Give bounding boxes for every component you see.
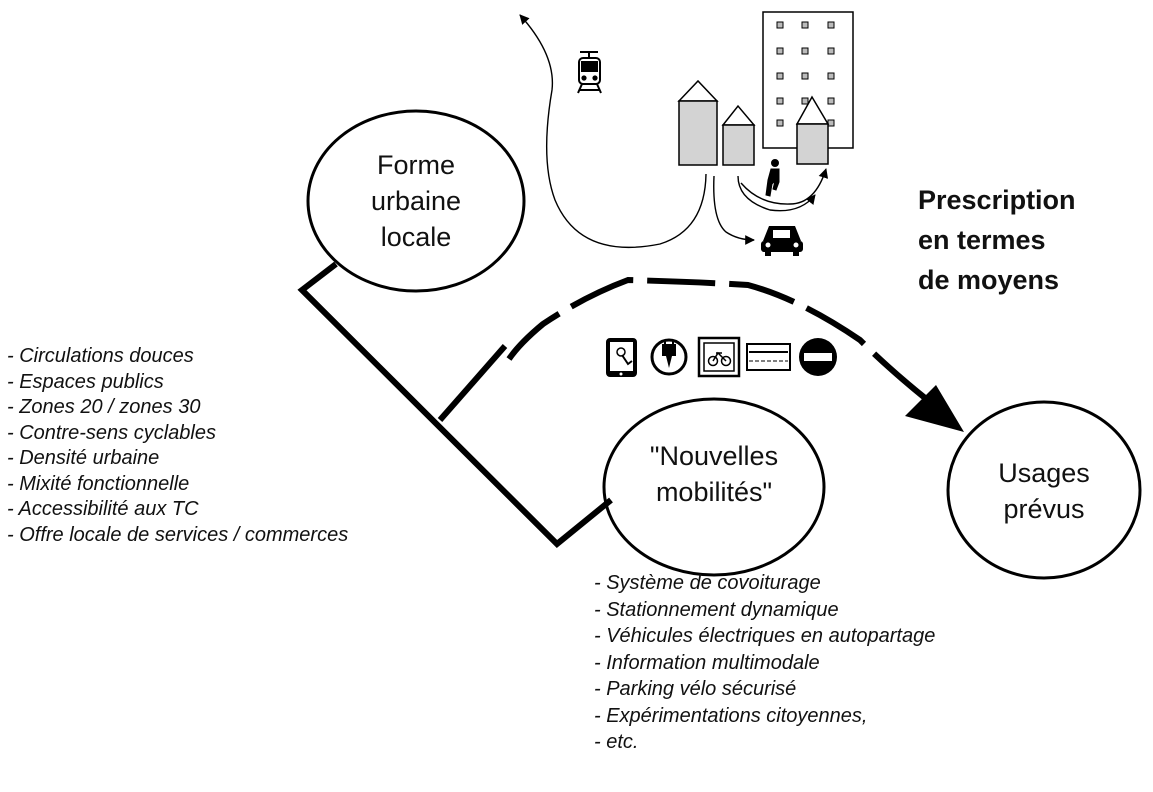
list-item: - Circulations douces bbox=[7, 345, 194, 367]
forme-urbaine-line-2: urbaine bbox=[370, 186, 462, 216]
list-item: - Mixité fonctionnelle bbox=[7, 472, 190, 495]
usages-prevus-line-2: prévus bbox=[1003, 494, 1085, 524]
pedestrian-icon bbox=[765, 159, 780, 197]
tree-connector bbox=[297, 261, 613, 549]
nouvelles-mobilites-line-2: mobilités" bbox=[655, 477, 773, 507]
house-right-icon bbox=[795, 95, 830, 165]
tram-icon bbox=[577, 51, 602, 94]
house-tall-icon bbox=[677, 79, 719, 166]
forme-urbaine-label: Forme urbaine locale bbox=[346, 147, 486, 255]
nouvelles-mobilites-list: - Système de covoiturage - Stationnement… bbox=[594, 570, 935, 756]
ev-charging-icon bbox=[650, 338, 688, 376]
bike-parking-icon bbox=[697, 336, 741, 378]
forme-urbaine-line-3: locale bbox=[380, 222, 452, 252]
arrow-to-tram bbox=[519, 14, 707, 248]
forme-urbaine-line-1: Forme bbox=[376, 150, 455, 180]
list-item: - Accessibilité aux TC bbox=[7, 498, 199, 520]
title-line-1: Prescription bbox=[918, 185, 1076, 215]
list-item: - etc. bbox=[594, 731, 639, 753]
nouvelles-mobilites-ellipse bbox=[602, 397, 826, 577]
list-item: - Expérimentations citoyennes, bbox=[594, 704, 868, 727]
usages-prevus-line-1: Usages bbox=[998, 458, 1090, 488]
arrow-to-house bbox=[740, 168, 829, 205]
usages-prevus-ellipse bbox=[946, 400, 1142, 580]
smartphone-icon bbox=[606, 338, 637, 377]
list-item: - Contre-sens cyclables bbox=[7, 421, 216, 444]
forme-urbaine-ellipse bbox=[306, 109, 526, 293]
list-item: - Système de covoiturage bbox=[594, 572, 821, 594]
list-item: - Véhicules électriques en autopartage bbox=[594, 625, 936, 647]
list-item: - Parking vélo sécurisé bbox=[594, 678, 797, 700]
prescription-title: Prescription en termes de moyens bbox=[918, 180, 1076, 300]
list-item: - Densité urbaine bbox=[7, 447, 160, 469]
card-icon bbox=[746, 343, 791, 371]
tree-branch bbox=[437, 344, 508, 422]
title-line-3: de moyens bbox=[918, 265, 1060, 295]
arrow-to-pedestrian bbox=[737, 175, 816, 212]
arrow-to-car bbox=[713, 175, 755, 245]
list-item: - Information multimodale bbox=[594, 651, 820, 674]
forme-urbaine-list: - Circulations douces - Espaces publics … bbox=[7, 344, 348, 548]
house-small-icon bbox=[721, 104, 756, 166]
list-item: - Zones 20 / zones 30 bbox=[7, 396, 201, 418]
main-arrowhead bbox=[905, 385, 964, 432]
nouvelles-mobilites-label: "Nouvelles mobilités" bbox=[614, 438, 814, 510]
title-line-2: en termes bbox=[918, 225, 1046, 255]
no-entry-icon bbox=[799, 338, 837, 376]
list-item: - Stationnement dynamique bbox=[594, 598, 839, 621]
nouvelles-mobilites-line-1: "Nouvelles bbox=[649, 441, 779, 471]
main-arrow-path bbox=[506, 276, 932, 405]
list-item: - Offre locale de services / commerces bbox=[7, 523, 349, 546]
car-icon bbox=[761, 226, 803, 256]
usages-prevus-label: Usages prévus bbox=[974, 455, 1114, 527]
list-item: - Espaces publics bbox=[7, 370, 164, 393]
